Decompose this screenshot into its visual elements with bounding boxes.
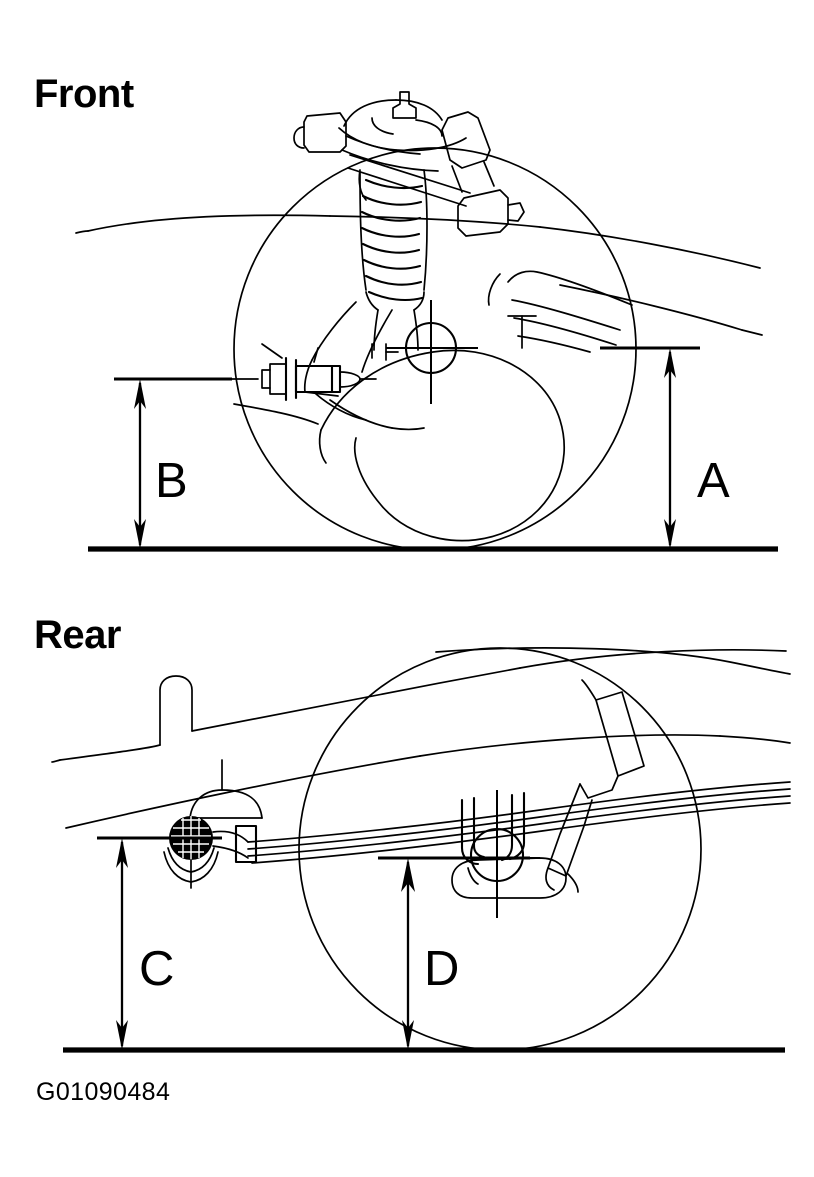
front-dimension-A: A <box>600 346 730 549</box>
front-hub-center <box>386 300 478 404</box>
front-bushing-assembly <box>229 343 377 421</box>
dimension-C-arrowhead-top <box>116 838 128 868</box>
rear-view-label: Rear <box>34 613 121 657</box>
dimension-B-label: B <box>155 454 188 508</box>
front-caliper-detail <box>487 270 633 353</box>
dimension-C-arrowhead-bottom <box>116 1020 128 1050</box>
rear-dimension-C: C <box>97 836 222 1050</box>
rear-spring-shackle <box>234 824 258 864</box>
dimension-C-label: C <box>139 942 174 996</box>
front-dimension-B: B <box>114 377 232 549</box>
rear-leaf-spring <box>234 781 791 864</box>
front-view: Front <box>34 72 778 552</box>
dimension-B-arrowhead-top <box>134 379 146 409</box>
figure-id-label: G01090484 <box>36 1078 170 1106</box>
rear-view: Rear <box>34 613 791 1053</box>
front-body-lines <box>75 214 763 336</box>
rear-body-lines <box>51 647 791 829</box>
dimension-D-label: D <box>424 942 459 996</box>
dimension-B-arrowhead-bottom <box>134 519 146 549</box>
front-strut-spring-assembly <box>293 91 525 431</box>
dimension-A-label: A <box>697 454 730 508</box>
front-view-label: Front <box>34 72 134 116</box>
rear-shock-absorber <box>545 679 645 893</box>
dimension-D-arrowhead-bottom <box>402 1020 414 1050</box>
rear-dimension-D: D <box>378 856 530 1050</box>
dimension-A-arrowhead-top <box>664 348 676 378</box>
dimension-A-arrowhead-bottom <box>664 519 676 549</box>
dimension-D-arrowhead-top <box>401 858 415 892</box>
